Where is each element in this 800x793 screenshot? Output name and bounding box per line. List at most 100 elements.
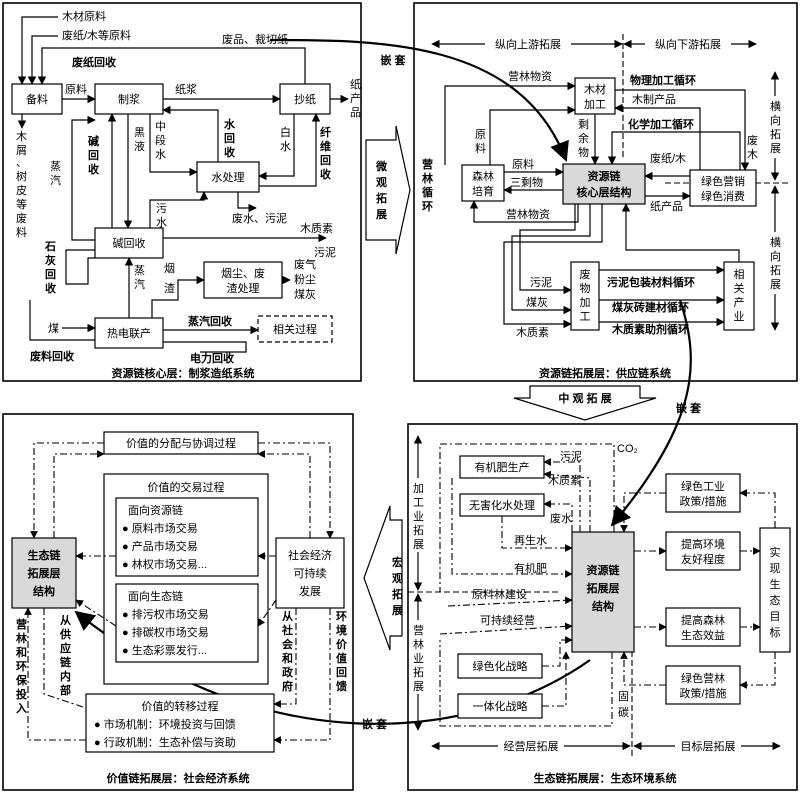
shixian-to-gongye: [739, 489, 776, 528]
panel-frame: [413, 2, 798, 382]
shixian-1: 实: [770, 545, 781, 559]
shihui-loop: [65, 249, 95, 285]
svg-text:价: 价: [336, 638, 348, 651]
shuihuishou-1: 水: [224, 117, 236, 131]
yanchen-label-2: 渣处理: [227, 281, 260, 295]
wuli-return: [614, 103, 701, 170]
zhengqi1-1: 蒸: [50, 160, 61, 173]
feishui-label: 废水: [550, 511, 572, 525]
cong-shehui-label: 从 社 会 和 政 府: [281, 610, 294, 693]
zhongduanshui-arrow: [149, 114, 198, 177]
wuli-label: 物理加工循环: [630, 73, 696, 87]
yly-2: 林: [413, 637, 424, 651]
mucai-arrow: [17, 16, 58, 85]
qiantao-mid: 嵌 套: [676, 401, 702, 415]
wuni: 污泥: [530, 276, 552, 289]
yly-1: 营: [413, 623, 424, 637]
panel-frame: [2, 413, 354, 791]
svg-text:政: 政: [282, 665, 294, 679]
lvse-1: 绿色营销: [701, 174, 745, 188]
stl-2: 拓展层: [28, 566, 61, 580]
meihuizhuan: 煤灰砖建材循环: [612, 300, 689, 314]
yinglinwuzi2-arrow: [469, 200, 579, 223]
shehui-3: 发展: [299, 584, 321, 598]
svg-text:供: 供: [59, 627, 71, 641]
jgy-2: 工: [413, 497, 424, 509]
feiliao-loop: [29, 300, 95, 341]
shehui-to-zhuanyi: [273, 608, 331, 744]
weiguan-3: 拓: [376, 191, 387, 205]
zhichanpin-3: 品: [350, 106, 361, 119]
svg-text:从: 从: [60, 614, 71, 627]
yitihua-label: 一体化战略: [473, 699, 528, 713]
zhuanyi-item-1: ● 市场机制：环境投资与回馈: [94, 717, 236, 731]
heng2-2: 向: [770, 249, 781, 263]
svg-text:境: 境: [336, 623, 347, 637]
svg-text:馈: 馈: [336, 679, 347, 693]
feishui-arrow: [237, 192, 257, 213]
panel-supply-chain-system: 纵向上游拓展 纵向下游拓展 横 向 拓 展 横 向 拓 展 木材 加工 森林 培…: [413, 2, 798, 382]
ylxh-1: 营: [422, 157, 433, 171]
core-box: [571, 531, 635, 653]
zhuanyi-item-2: ● 行政机制：生态补偿与资助: [94, 735, 236, 749]
baishui-2: 水: [280, 140, 291, 153]
lvsehua-label: 绿色化战略: [473, 659, 528, 673]
xianwei-2: 维: [320, 139, 331, 153]
zhuanyi-box: [85, 693, 275, 753]
feipin-label: 废品、裁切纸: [222, 32, 288, 46]
shihui-2: 灰: [45, 253, 56, 267]
muzhisu-1: 木质素: [300, 222, 333, 235]
weiguan-4: 展: [375, 208, 388, 221]
core-2: 核心层结构: [577, 185, 632, 199]
baishui-1: 白: [280, 125, 291, 139]
weiguan-arrow: [365, 125, 411, 255]
zhijiang-box: [94, 83, 164, 115]
stl-to-fenpei: [53, 450, 105, 538]
xgcy-feedback: [621, 203, 740, 262]
qiantao-top-arrow: [269, 38, 569, 162]
hongguan-2: 观: [392, 572, 403, 585]
fenpei-to-stl: [30, 442, 104, 539]
svg-text:从: 从: [282, 610, 293, 623]
zhuanyi-title: 价值的转移过程: [142, 699, 219, 713]
zhijiang-label: 制浆: [118, 92, 140, 106]
ylxh-3: 循: [422, 185, 433, 199]
muzhisu: 木质素: [516, 326, 549, 339]
weiguan-2: 观: [376, 176, 387, 189]
svg-text:林: 林: [16, 631, 27, 645]
beiliao-label: 备料: [26, 92, 48, 106]
core-2: 拓展层: [587, 581, 620, 595]
zhuanyi-to-stl: [24, 607, 86, 741]
svg-text:部: 部: [60, 683, 71, 697]
panel-caption: 资源链拓展层：供应链系统: [539, 366, 671, 380]
feipin-loop: [37, 47, 306, 85]
zhongduanshui-3: 水: [155, 148, 166, 161]
feiqi-3: 煤灰: [294, 287, 316, 301]
muzhisuzhuji: 木质素助剂循环: [611, 322, 689, 336]
zhongduanshui-1: 中: [155, 120, 166, 133]
jiaoyi-title: 价值的交易过程: [148, 480, 225, 494]
core-box: [562, 163, 646, 205]
shengtai-item-2: ● 排碳权市场交易: [122, 625, 209, 639]
panel-value-chain-system: 价值的分配与协调过程 价值的交易过程 面向资源链 ● 原料市场交易 ● 产品市场…: [2, 413, 354, 791]
zhengqi1-2: 汽: [50, 173, 61, 187]
svg-text:屑: 屑: [16, 144, 27, 157]
shuihuishou-3: 收: [224, 145, 235, 159]
shengtai-title: 面向生态链: [128, 589, 183, 603]
zhongduanshui-2: 段: [155, 133, 166, 147]
panel-caption: 资源链核心层：制浆造纸系统: [112, 366, 255, 380]
tgh-1: 提高环境: [681, 537, 725, 551]
mucai-label: 木材原料: [62, 9, 106, 23]
youjifei-label: 有机肥生产: [475, 460, 530, 474]
yuanliaolin-label: 原料林建设: [472, 587, 527, 601]
feimu-1: 废: [747, 133, 758, 147]
wuni-flow: [543, 458, 581, 532]
yuanliao-up-arrow: [489, 105, 576, 165]
svg-text:和: 和: [282, 651, 293, 665]
shengyuwu-1: 剩: [578, 118, 589, 131]
xianwei-1: 纤: [320, 125, 331, 139]
jianhuishou-label: 碱回收: [113, 236, 146, 250]
wushui-2: 水: [156, 216, 167, 229]
header-down: 纵向下游拓展: [655, 37, 721, 51]
svg-text:保: 保: [15, 673, 28, 687]
